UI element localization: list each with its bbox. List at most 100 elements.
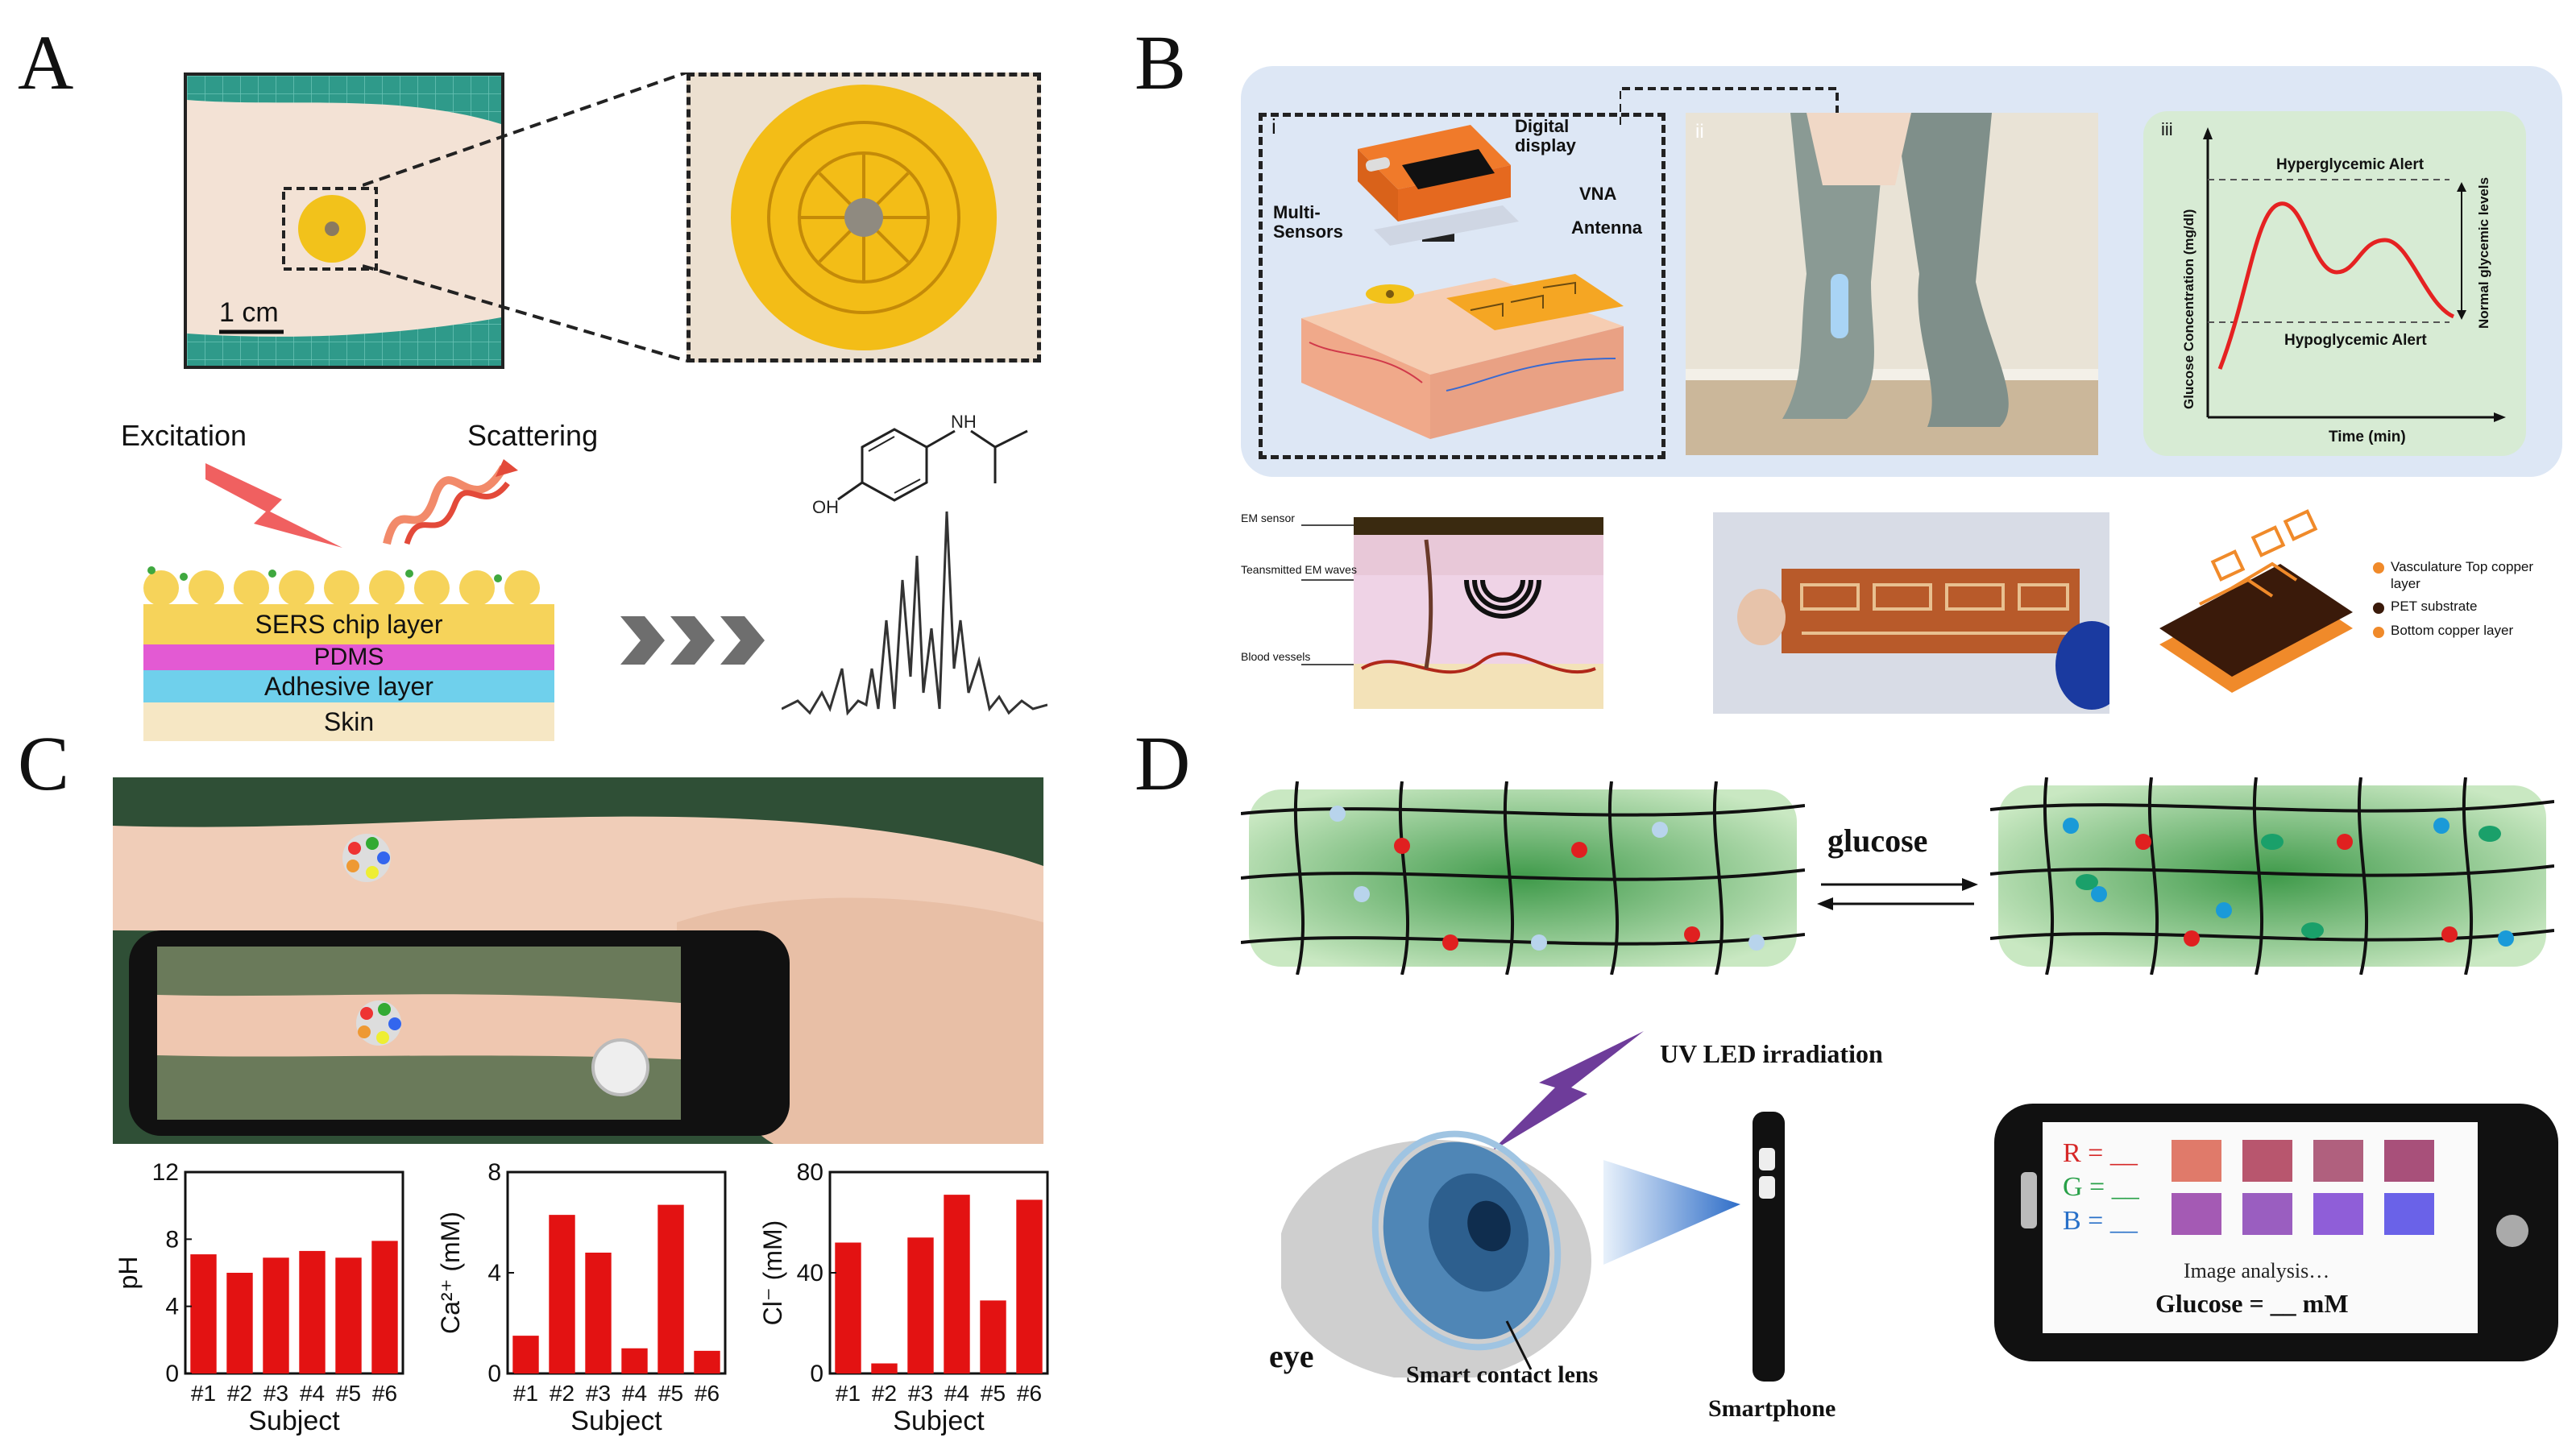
scatter-wave-icon [383,459,518,545]
x-tick-label: #1 [191,1381,216,1406]
x-axis-label: Subject [893,1406,985,1436]
sub-label-iii: iii [2161,119,2173,139]
legs-drawing [1686,113,2098,455]
laser-bolt-icon [205,463,342,548]
bar [1016,1199,1043,1373]
glucose-graph: Hyperglycemic Alert Hypoglycemic Alert T… [2181,127,2506,445]
sensor-strip-drawing [1737,569,2109,710]
x-tick-label: #4 [300,1381,325,1406]
oh-label: OH [812,497,839,517]
x-tick-label: #5 [981,1381,1006,1406]
analysis-text: Image analysis… [2184,1259,2330,1282]
bar [835,1242,861,1373]
pdms-layer: PDMS [143,644,554,670]
bar [549,1215,575,1373]
antenna-label: Antenna [1571,218,1642,238]
smartphone-label: Smartphone [1708,1395,1836,1422]
skin-layer: Skin [143,702,554,741]
swatch [2172,1140,2221,1182]
panel-label-c: C [18,720,70,806]
y-axis-label: pH [114,1257,143,1290]
plot-frame [506,1170,727,1375]
b-value: B = __ [2063,1206,2138,1236]
hydrogel-network-right [1990,777,2554,975]
phone-arm-photo [113,777,1043,1144]
legend-dot-icon [2373,627,2384,638]
vna-label: VNA [1579,184,1617,204]
x-tick-label: #5 [336,1381,361,1406]
plot-frame [828,1170,1049,1375]
x-axis-label: Subject [570,1406,662,1436]
scattering-label: Scattering [467,419,599,452]
plot-frame [184,1170,404,1375]
bar [657,1204,684,1373]
light-cone-icon [1603,1160,1740,1265]
x-tick-label: #6 [1017,1381,1042,1406]
legend-label: Bottom copper layer [2391,623,2514,638]
bar [585,1253,612,1373]
arm-photo-drawing: 1 cm [187,76,501,366]
x-tick-label: #6 [695,1381,720,1406]
y-tick-label: 0 [165,1361,179,1387]
zoom-lines [363,72,687,362]
excitation-label: Excitation [121,419,247,452]
legend-item-top: Vasculature Top copper layer [2373,558,2552,592]
x-tick-label: #1 [836,1381,861,1406]
time-axis-label: Time (min) [2329,429,2406,445]
bar [871,1363,898,1373]
zoom-frame [687,72,1041,362]
y-tick-label: 4 [487,1260,501,1286]
hypo-label: Hypoglycemic Alert [2284,332,2427,349]
glucose-axis-label: Glucose Concentration (mg/dl) [2181,209,2196,409]
hyper-label: Hyperglycemic Alert [2276,156,2425,173]
bar [299,1250,326,1373]
g-value: G = __ [2063,1172,2139,1202]
x-tick-label: #2 [550,1381,575,1406]
equilibrium-arrows-icon [1817,878,1978,910]
patch-zoom-drawing [731,85,997,350]
x-tick-label: #6 [372,1381,397,1406]
y-tick-label: 0 [487,1361,501,1387]
bar [980,1300,1006,1373]
arrow-chevrons-icon [620,616,765,665]
panel-label-d: D [1135,720,1191,806]
digital-display-label: Digital display [1515,116,1576,155]
bar [263,1257,289,1373]
bar [621,1348,648,1373]
smartphone-side-icon [1753,1112,1785,1382]
sers-layer: SERS chip layer [143,604,554,644]
normal-levels-label: Normal glycemic levels [2476,177,2491,329]
patch-zoom-photo [687,72,1041,362]
glucose-result: Glucose = __ mM [2155,1289,2349,1318]
panel-label-b: B [1135,19,1187,106]
sub-label-ii: ii [1695,121,1704,143]
x-tick-label: #4 [622,1381,647,1406]
eye-illustration [1281,1130,1591,1378]
y-tick-label: 8 [487,1160,501,1186]
phone-button-icon [2021,1172,2037,1228]
scale-bar-label: 1 cm [219,297,279,328]
y-tick-label: 40 [797,1260,823,1286]
sub-label-i: i [1271,114,1276,139]
frame-connector [1620,87,1839,125]
bar [371,1241,398,1373]
legend-dot-icon [2373,562,2384,574]
y-axis-label: Ca²⁺ (mM) [436,1212,465,1334]
layer-stack-schematic [2159,509,2353,693]
phone-arm-drawing [113,777,1043,1144]
eye-label: eye [1269,1338,1314,1374]
x-axis-label: Subject [248,1406,340,1436]
contact-lens-label: Smart contact lens [1406,1361,1599,1388]
uv-label: UV LED irradiation [1660,1039,1883,1068]
bar [190,1254,217,1373]
multisensors-label: Multi-Sensors [1273,202,1343,242]
x-tick-label: #2 [872,1381,897,1406]
legs-photo [1686,113,2098,455]
y-axis-label: Cl⁻ (mM) [758,1220,787,1326]
swatch [2242,1193,2292,1235]
nh-label: NH [951,415,977,432]
y-tick-label: 12 [152,1160,179,1186]
